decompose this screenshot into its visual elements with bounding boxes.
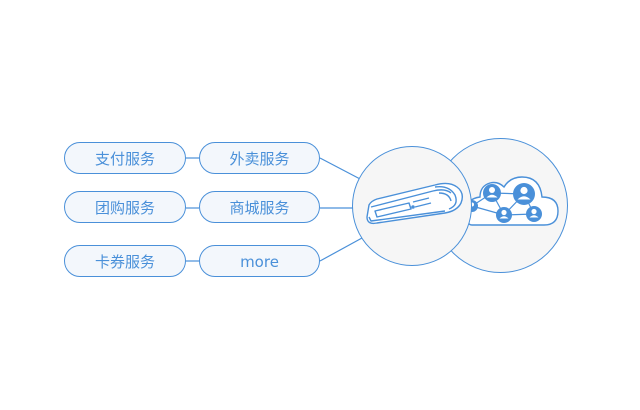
- coupon-service-pill[interactable]: 卡券服务: [64, 245, 186, 277]
- user-icon: [496, 207, 512, 223]
- takeout-service-pill[interactable]: 外卖服务: [199, 142, 320, 174]
- pos-terminal-icon: [366, 182, 464, 225]
- connector-takeout-terminal: [319, 157, 363, 181]
- terminal-circle: [352, 146, 472, 266]
- cloud-network-icon: [465, 176, 559, 226]
- mall-service-pill[interactable]: 商城服务: [199, 191, 320, 223]
- connector-more-terminal: [319, 237, 363, 262]
- group-buy-service-pill[interactable]: 团购服务: [64, 191, 186, 223]
- payment-service-pill[interactable]: 支付服务: [64, 142, 186, 174]
- more-pill[interactable]: more: [199, 245, 320, 277]
- user-icon: [483, 184, 501, 202]
- user-icon: [513, 183, 535, 205]
- user-icon: [526, 206, 542, 222]
